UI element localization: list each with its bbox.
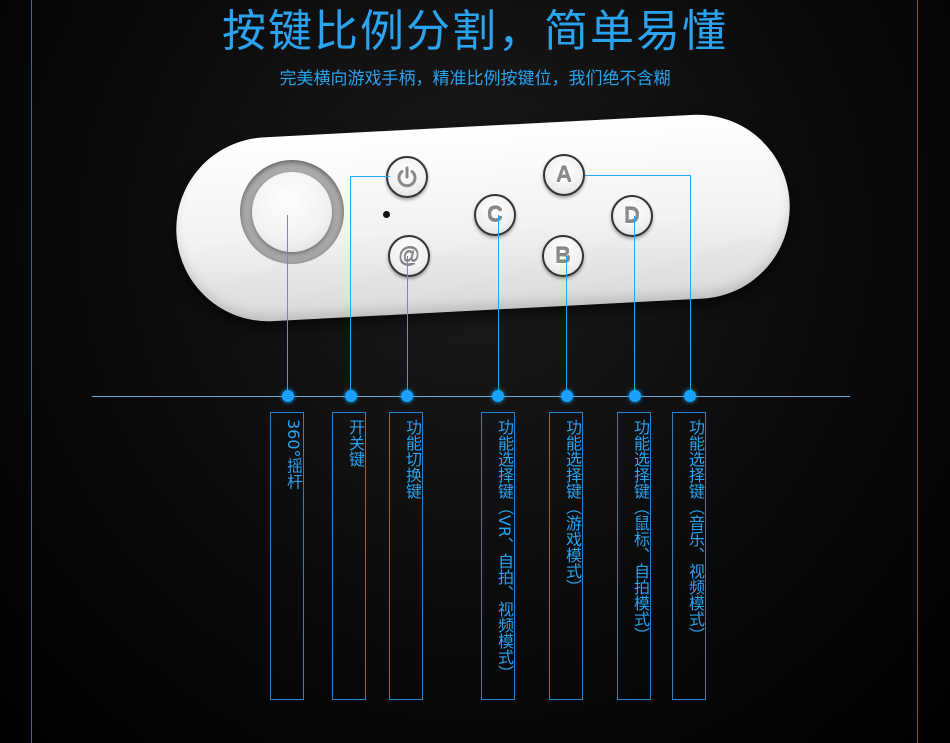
button-a[interactable]: A	[543, 154, 585, 196]
mode-switch-dot	[401, 390, 413, 402]
power-connector	[350, 176, 351, 396]
button-c-connector	[498, 215, 499, 396]
baseline-divider	[92, 396, 850, 397]
indicator-light	[383, 211, 390, 218]
label-button-a: 功能选择键（音乐、视频模式）	[672, 412, 706, 700]
power-button[interactable]	[386, 156, 428, 198]
button-a-connector-horizontal	[585, 175, 691, 176]
button-b[interactable]: B	[542, 235, 584, 277]
button-a-dot	[684, 390, 696, 402]
power-icon	[397, 166, 417, 188]
button-d[interactable]: D	[611, 195, 653, 237]
joystick-cap[interactable]	[252, 172, 332, 252]
button-d-label: D	[624, 203, 640, 228]
button-a-connector	[690, 175, 691, 396]
button-a-label: A	[556, 162, 572, 187]
joystick-dot	[282, 390, 294, 402]
label-button-c: 功能选择键（VR、自拍、视频模式）	[481, 412, 515, 700]
at-icon: @	[398, 243, 420, 268]
label-joystick: 360°摇杆	[270, 412, 304, 700]
label-button-b: 功能选择键（游戏模式）	[549, 412, 583, 700]
power-dot	[345, 390, 357, 402]
right-frame-line	[917, 0, 918, 743]
mode-switch-button[interactable]: @	[388, 235, 430, 277]
button-c-label: C	[487, 202, 503, 227]
button-b-connector	[566, 256, 567, 396]
power-connector-horizontal	[350, 176, 390, 177]
joystick-connector	[287, 215, 288, 396]
label-button-d: 功能选择键（鼠标、自拍模式）	[617, 412, 651, 700]
button-c-dot	[492, 390, 504, 402]
button-b-dot	[561, 390, 573, 402]
page-subtitle: 完美横向游戏手柄，精准比例按键位，我们绝不含糊	[279, 69, 671, 89]
button-c[interactable]: C	[474, 194, 516, 236]
mode-switch-connector	[407, 256, 408, 396]
page-title: 按键比例分割，简单易懂	[222, 6, 728, 57]
label-mode-switch: 功能切换键	[389, 412, 423, 700]
left-frame-line	[31, 0, 32, 743]
button-b-label: B	[555, 243, 571, 268]
label-power: 开关键	[332, 412, 366, 700]
button-d-dot	[629, 390, 641, 402]
button-d-connector	[634, 216, 635, 396]
